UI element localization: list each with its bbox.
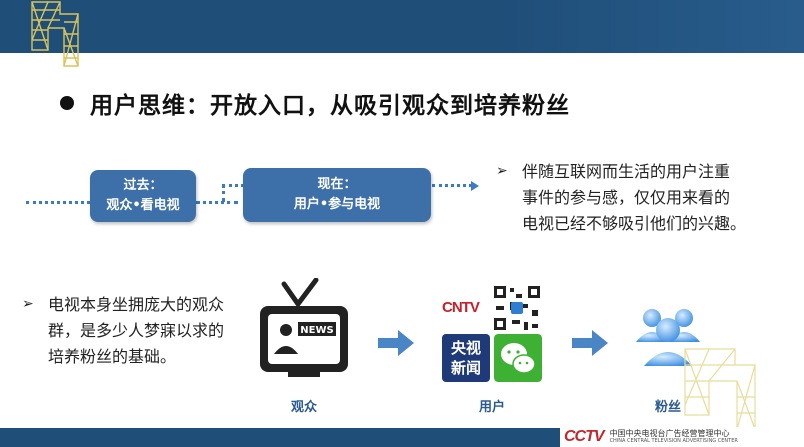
slide-title: 用户思维：开放入口，从吸引观众到培养粉丝 <box>60 86 570 120</box>
right-line-3: 电视已经不够吸引他们的兴趣。 <box>522 214 747 233</box>
cctv-footer-logo: CCTV 中国中央电视台广告经营管理中心 CHINA CENTRAL TELEV… <box>560 427 804 447</box>
right-description: 伴随互联网而生活的用户注重 事件的参与感，仅仅用来看的 电视已经不够吸引他们的兴… <box>522 159 784 237</box>
caption-fans: 粉丝 <box>654 400 681 415</box>
fans-group-icon <box>636 309 700 366</box>
right-line-2: 事件的参与感，仅仅用来看的 <box>522 188 731 207</box>
right-line-1: 伴随互联网而生活的用户注重 <box>522 162 731 181</box>
cctv-en-text: CHINA CENTRAL TELEVISION ADVERTISING CEN… <box>609 438 738 444</box>
arrow-right-icon <box>378 330 414 356</box>
cctv-news-app-icon: 央视 新闻 <box>442 334 490 382</box>
tv-news-icon: NEWS <box>260 278 348 377</box>
cctv-logo-text: CCTV <box>564 428 605 445</box>
left-line-3: 培养粉丝的基础。 <box>48 347 177 366</box>
header-bar <box>0 0 804 53</box>
now-label: 现在： <box>317 177 357 192</box>
dotted-line-mid-1 <box>196 201 238 204</box>
bullet-dot-icon <box>60 96 74 110</box>
cctv-tower-icon <box>684 348 756 429</box>
past-box: 过去： 观众•看电视 <box>90 170 196 222</box>
dotted-line-mid-2 <box>222 184 244 187</box>
dotted-line-left <box>26 201 90 204</box>
left-line-2: 群，是多少人梦寐以求的 <box>48 321 225 340</box>
app-label-1: 央视 <box>450 339 481 357</box>
app-label-2: 新闻 <box>450 359 481 377</box>
left-line-1: 电视本身坐拥庞大的观众 <box>48 295 225 314</box>
left-description: 电视本身坐拥庞大的观众 群，是多少人梦寐以求的 培养粉丝的基础。 <box>48 292 258 370</box>
flow-arrow-icon <box>471 181 479 191</box>
caption-audience: 观众 <box>290 400 317 415</box>
cntv-logo-icon: CNTV <box>442 294 490 322</box>
past-label: 过去： <box>123 178 163 193</box>
title-text: 用户思维：开放入口，从吸引观众到培养粉丝 <box>90 93 570 119</box>
cntv-label: CNTV <box>442 299 480 316</box>
bullet-arrow-icon: ➢ <box>496 163 508 179</box>
dotted-line-right <box>432 184 472 187</box>
past-value: 观众•看电视 <box>106 198 180 213</box>
cctv-tower-icon <box>31 1 79 67</box>
arrow-right-icon <box>572 330 608 356</box>
now-box: 现在： 用户•参与电视 <box>243 168 431 222</box>
cctv-cn-text: 中国中央电视台广告经营管理中心 <box>609 429 730 438</box>
now-value: 用户•参与电视 <box>293 197 381 212</box>
tv-news-label: NEWS <box>300 325 333 336</box>
bullet-arrow-icon: ➢ <box>22 296 34 312</box>
caption-user: 用户 <box>478 400 505 415</box>
qr-code-icon <box>492 284 542 332</box>
dotted-line-riser <box>222 184 225 202</box>
wechat-icon <box>494 334 542 382</box>
